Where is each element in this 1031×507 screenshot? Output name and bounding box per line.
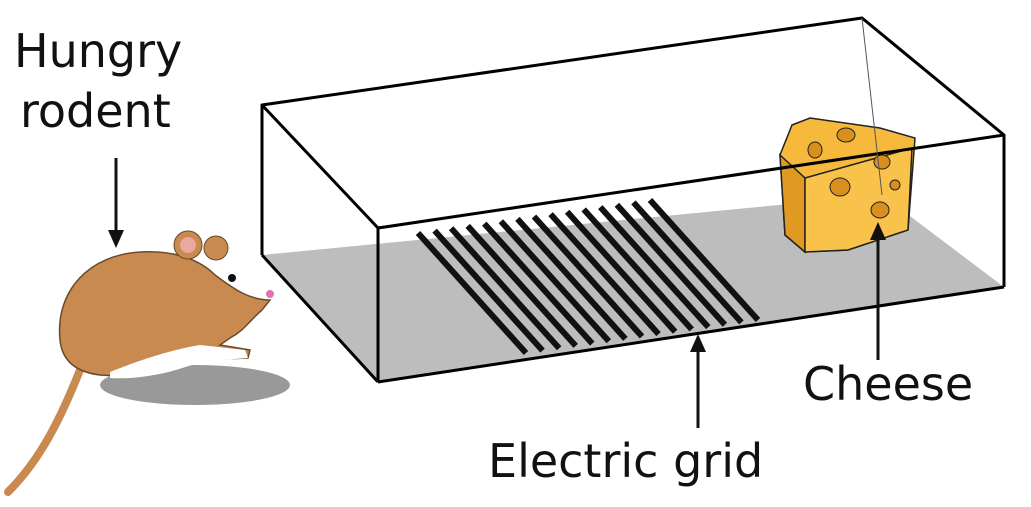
- grid-bar: [415, 230, 529, 356]
- grid-bar: [647, 197, 761, 323]
- electric-grid: [415, 197, 761, 356]
- grid-bar: [564, 209, 678, 334]
- grid-bar: [448, 226, 562, 351]
- arrow-up-icon: [690, 334, 706, 428]
- grid-bar: [515, 216, 628, 341]
- grid-bar: [432, 228, 545, 353]
- grid-bar: [531, 214, 645, 339]
- grid-bar: [581, 207, 694, 332]
- cheese-label: Cheese: [803, 357, 974, 411]
- grid-bar: [465, 223, 578, 348]
- rodent-label-line2: rodent: [20, 84, 171, 138]
- mouse-icon: [4, 230, 290, 496]
- rodent-label-line1: Hungry: [14, 24, 183, 78]
- grid-bar: [598, 205, 711, 330]
- grid-bar: [498, 219, 612, 344]
- arrow-down-icon: [108, 158, 124, 248]
- grid-bar: [548, 212, 661, 337]
- electric-grid-label: Electric grid: [488, 434, 764, 488]
- cheese-icon: [779, 117, 916, 254]
- plexiglass-box: [260, 16, 1006, 384]
- grid-bar: [631, 200, 744, 325]
- grid-bar: [482, 221, 595, 346]
- arrow-up-icon: [870, 222, 886, 360]
- grid-bar: [614, 202, 728, 327]
